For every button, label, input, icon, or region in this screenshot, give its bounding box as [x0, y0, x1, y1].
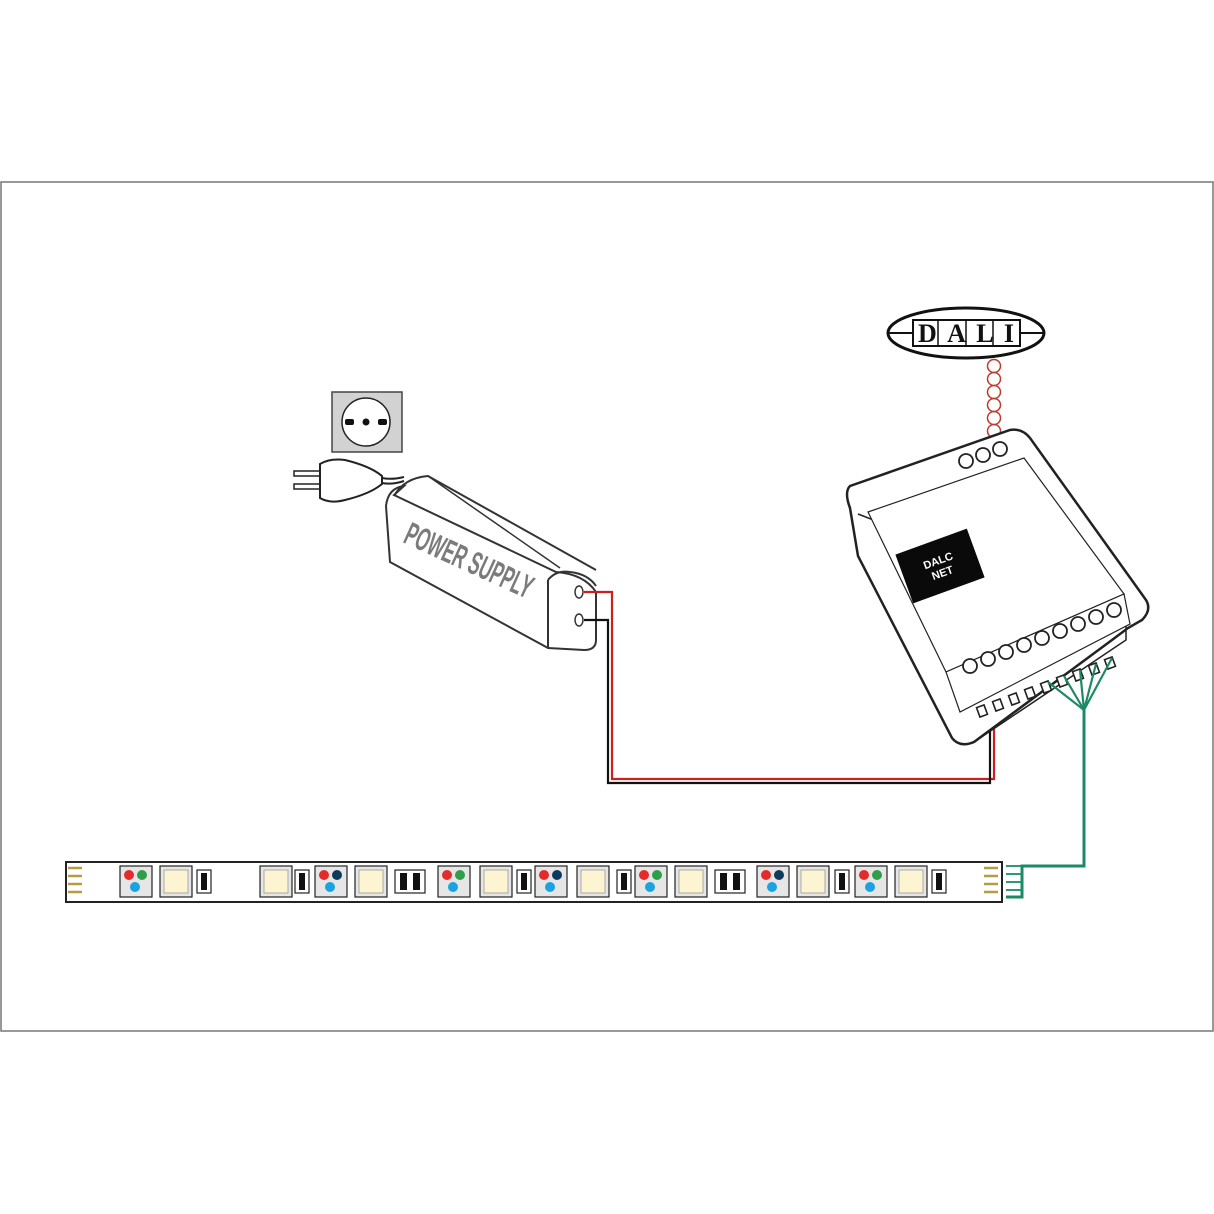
wall-socket-icon	[331, 391, 403, 453]
resistor-chip	[834, 869, 850, 894]
warm-white-led	[674, 865, 708, 898]
controller-screw-row	[962, 602, 1122, 674]
rgb-led	[854, 865, 888, 898]
negative-wire	[584, 618, 992, 785]
resistor-chip	[516, 869, 532, 894]
positive-wire	[584, 590, 996, 781]
warm-white-led	[576, 865, 610, 898]
rgb-led	[534, 865, 568, 898]
dalcnet-logo: DALC NET	[895, 528, 985, 604]
resistor-chip	[616, 869, 632, 894]
strip-led-row	[119, 865, 947, 898]
strip-pins-right	[984, 866, 998, 894]
led-strip	[65, 861, 1003, 903]
resistor-chip	[294, 869, 310, 894]
warm-white-led	[894, 865, 928, 898]
rgb-led	[437, 865, 471, 898]
resistor-chip-pair	[394, 869, 426, 894]
dali-terminals	[958, 441, 1008, 469]
rgb-led	[314, 865, 348, 898]
resistor-chip	[931, 869, 947, 894]
warm-white-led	[479, 865, 513, 898]
psu-terminal-positive	[574, 585, 584, 599]
power-wires	[584, 590, 996, 785]
strip-pins-left	[68, 866, 82, 894]
power-plug-icon	[293, 458, 405, 503]
resistor-chip-pair	[714, 869, 746, 894]
rgb-led	[119, 865, 153, 898]
psu-terminal-negative	[574, 613, 584, 627]
dali-badge: DALI	[886, 306, 1046, 360]
warm-white-led	[159, 865, 193, 898]
warm-white-led	[796, 865, 830, 898]
dalcnet-controller: DALC NET	[845, 428, 1150, 746]
rgb-led	[756, 865, 790, 898]
dali-bus-wire	[986, 358, 1002, 439]
resistor-chip	[196, 869, 212, 894]
signal-wires	[1006, 657, 1113, 899]
rgb-led	[634, 865, 668, 898]
warm-white-led	[354, 865, 388, 898]
warm-white-led	[259, 865, 293, 898]
